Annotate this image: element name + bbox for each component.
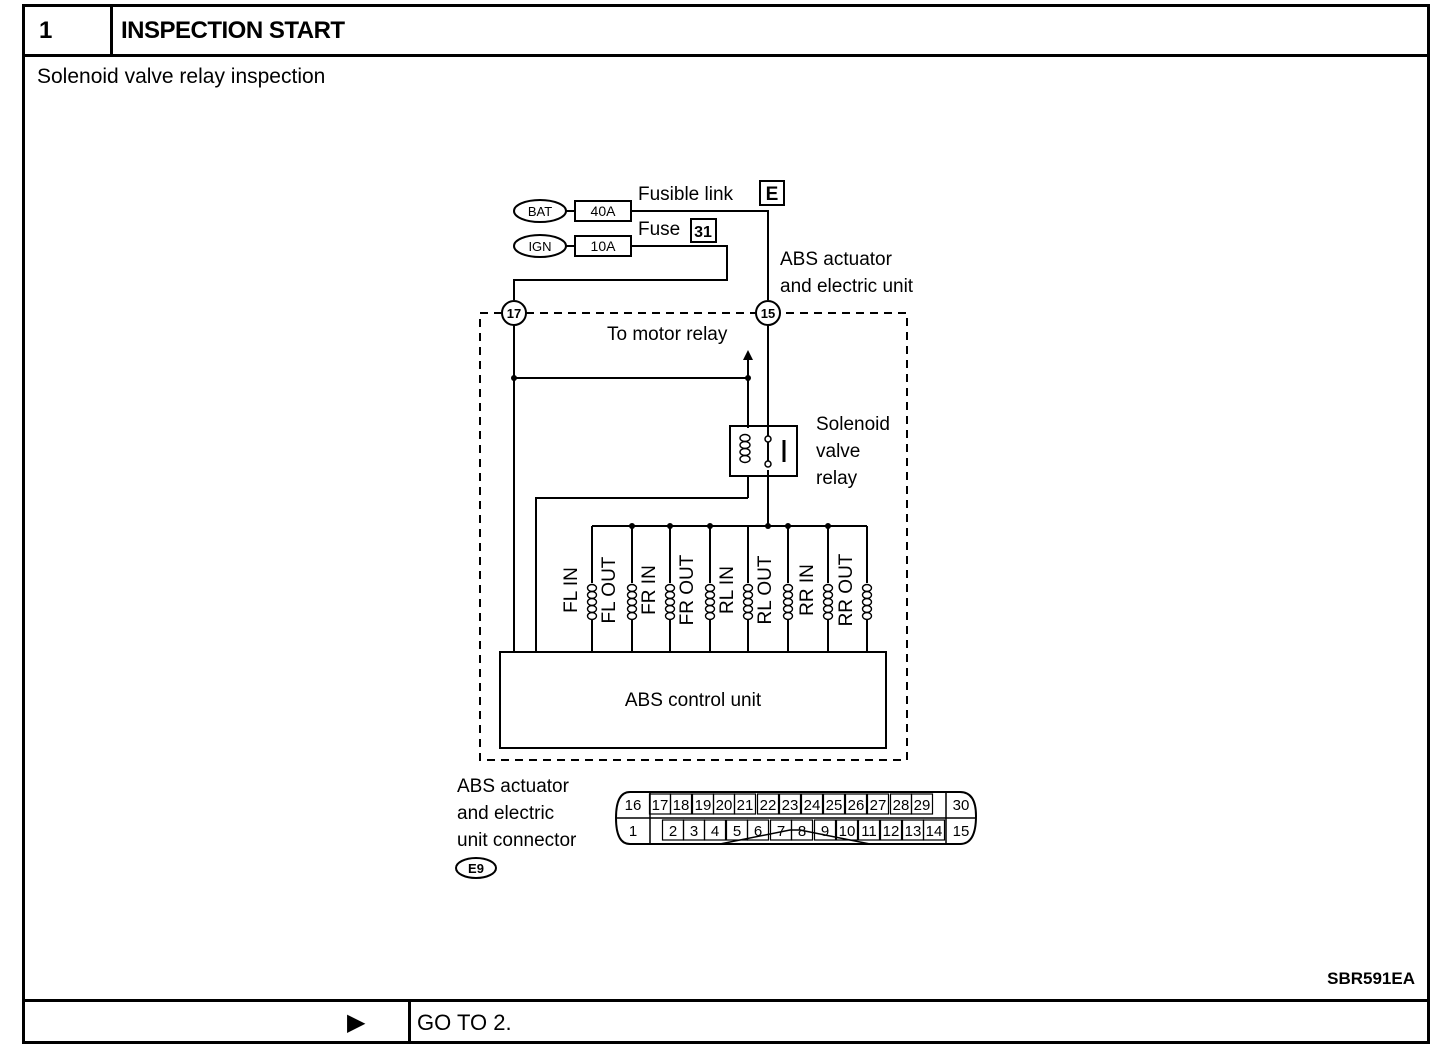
actuator-label-1: ABS actuator [780, 249, 893, 270]
fusible-link-id: E [766, 184, 779, 205]
pin-21: 21 [737, 797, 754, 814]
solenoid-coil-fl-in [586, 526, 598, 652]
connector-e9-outline [614, 791, 978, 845]
pin-3: 3 [690, 823, 698, 840]
fuse-label: Fuse [638, 219, 680, 240]
bat-label: BAT [528, 204, 552, 219]
pin-15: 15 [953, 823, 970, 840]
pin-2: 2 [669, 823, 677, 840]
fuse-10a-label: 10A [591, 238, 617, 254]
pin-18: 18 [673, 797, 690, 814]
pin-19: 19 [695, 797, 712, 814]
solenoid-label-6: RR IN [797, 564, 818, 616]
footer-row: ▶ GO TO 2. [25, 999, 1427, 1041]
fuse-40a-label: 40A [591, 203, 617, 219]
pin-24: 24 [804, 797, 821, 814]
solenoid-coil-fr-in [664, 526, 676, 652]
motor-relay-arrow-icon [743, 350, 753, 360]
solenoid-coil-rl-out [782, 526, 794, 652]
terminal-17-label: 17 [507, 306, 521, 321]
solenoid-label-1: FL OUT [599, 556, 620, 623]
step-title: INSPECTION START [121, 17, 345, 44]
arrow-cell: ▶ [25, 1002, 411, 1041]
connector-id-label: E9 [468, 861, 484, 876]
fuse-id: 31 [694, 224, 712, 241]
connector-label-1: ABS actuator [457, 776, 570, 797]
solenoid-label-2: FR IN [639, 565, 660, 615]
pin-7: 7 [777, 823, 785, 840]
solenoid-label-4: RL IN [717, 566, 738, 614]
pin-25: 25 [826, 797, 843, 814]
pin-12: 12 [883, 823, 900, 840]
control-unit-label: ABS control unit [625, 690, 762, 711]
fusible-link-label: Fusible link [638, 184, 734, 205]
pin-4: 4 [711, 823, 719, 840]
goto-link[interactable]: GO TO 2. [417, 1010, 512, 1035]
pin-28: 28 [893, 797, 910, 814]
relay-label-3: relay [816, 468, 858, 489]
solenoid-label-7: RR OUT [836, 553, 857, 626]
to-motor-relay-label: To motor relay [607, 324, 728, 345]
fusible-link-box [759, 180, 785, 206]
pin-17: 17 [652, 797, 669, 814]
pin-23: 23 [782, 797, 799, 814]
pin-8: 8 [798, 823, 806, 840]
pin-14: 14 [926, 823, 943, 840]
connector-label-3: unit connector [457, 830, 577, 851]
figure-code: SBR591EA [1327, 969, 1415, 988]
solenoid-label-5: RL OUT [755, 555, 776, 624]
pin-16: 16 [625, 797, 642, 814]
header-row: 1 INSPECTION START [25, 7, 1427, 57]
relay-label-1: Solenoid [816, 414, 890, 435]
relay-label-2: valve [816, 441, 860, 462]
actuator-label-2: and electric unit [780, 276, 914, 297]
inspection-table: 1 INSPECTION START Solenoid valve relay … [22, 4, 1430, 1044]
pin-27: 27 [870, 797, 887, 814]
relay-coil-icon [739, 433, 751, 464]
ign-label: IGN [528, 239, 551, 254]
abs-control-unit-box [499, 651, 887, 749]
pin-30: 30 [953, 797, 970, 814]
pin-22: 22 [760, 797, 777, 814]
solenoid-label-3: FR OUT [677, 554, 698, 625]
pin-1: 1 [629, 823, 637, 840]
pin-11: 11 [861, 823, 877, 840]
solenoid-coil-rl-in [742, 526, 754, 652]
inspection-subtitle: Solenoid valve relay inspection [37, 65, 326, 88]
solenoid-valve-relay-box [729, 425, 798, 477]
pin-13: 13 [905, 823, 922, 840]
solenoid-coil-fr-out [704, 526, 716, 652]
pin-6: 6 [754, 823, 762, 840]
pin-5: 5 [733, 823, 741, 840]
pin-20: 20 [716, 797, 733, 814]
step-number: 1 [25, 7, 113, 54]
solenoid-coil-rr-in [822, 526, 834, 652]
solenoid-coil-fl-out [626, 526, 638, 652]
connector-label-2: and electric [457, 803, 554, 824]
unit-boundary [479, 312, 908, 761]
solenoid-coil-rr-out [861, 526, 873, 652]
terminal-15-label: 15 [761, 306, 775, 321]
pin-29: 29 [914, 797, 931, 814]
fuse-31-box [690, 218, 717, 243]
solenoid-label-0: FL IN [561, 567, 582, 613]
pin-26: 26 [848, 797, 865, 814]
connector-id-oval [455, 857, 497, 879]
pin-10: 10 [839, 823, 856, 840]
right-arrow-icon: ▶ [347, 1009, 366, 1036]
pin-9: 9 [821, 823, 829, 840]
